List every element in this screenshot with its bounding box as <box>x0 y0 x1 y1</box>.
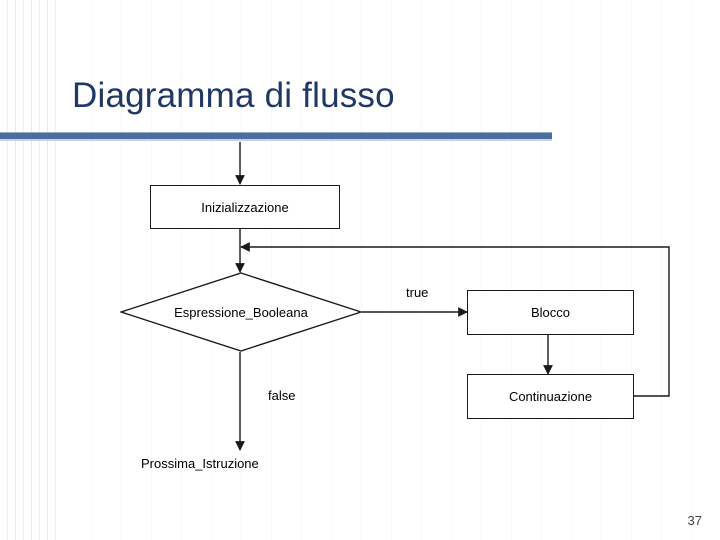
node-label: Prossima_Istruzione <box>141 456 259 471</box>
background-stripes-left <box>0 0 62 540</box>
node-label: Continuazione <box>508 389 593 404</box>
edge-label-false: false <box>268 388 296 403</box>
node-espressione-booleana[interactable]: Espressione_Booleana <box>120 272 362 352</box>
node-label: Inizializzazione <box>201 199 289 215</box>
page-number: 37 <box>687 513 702 528</box>
node-blocco[interactable]: Blocco <box>467 290 634 335</box>
title-underline-shadow <box>0 139 552 141</box>
node-label: Espressione_Booleana <box>174 304 308 320</box>
node-inizializzazione[interactable]: Inizializzazione <box>150 185 340 229</box>
page-title: Diagramma di flusso <box>72 76 395 115</box>
edge-label-true: true <box>406 285 429 300</box>
diamond-shape-icon <box>120 272 362 352</box>
node-continuazione[interactable]: Continuazione <box>467 374 634 419</box>
node-prossima-istruzione[interactable]: Prossima_Istruzione <box>141 456 259 471</box>
node-label: Blocco <box>530 305 571 320</box>
title-underline-bar <box>0 132 552 140</box>
